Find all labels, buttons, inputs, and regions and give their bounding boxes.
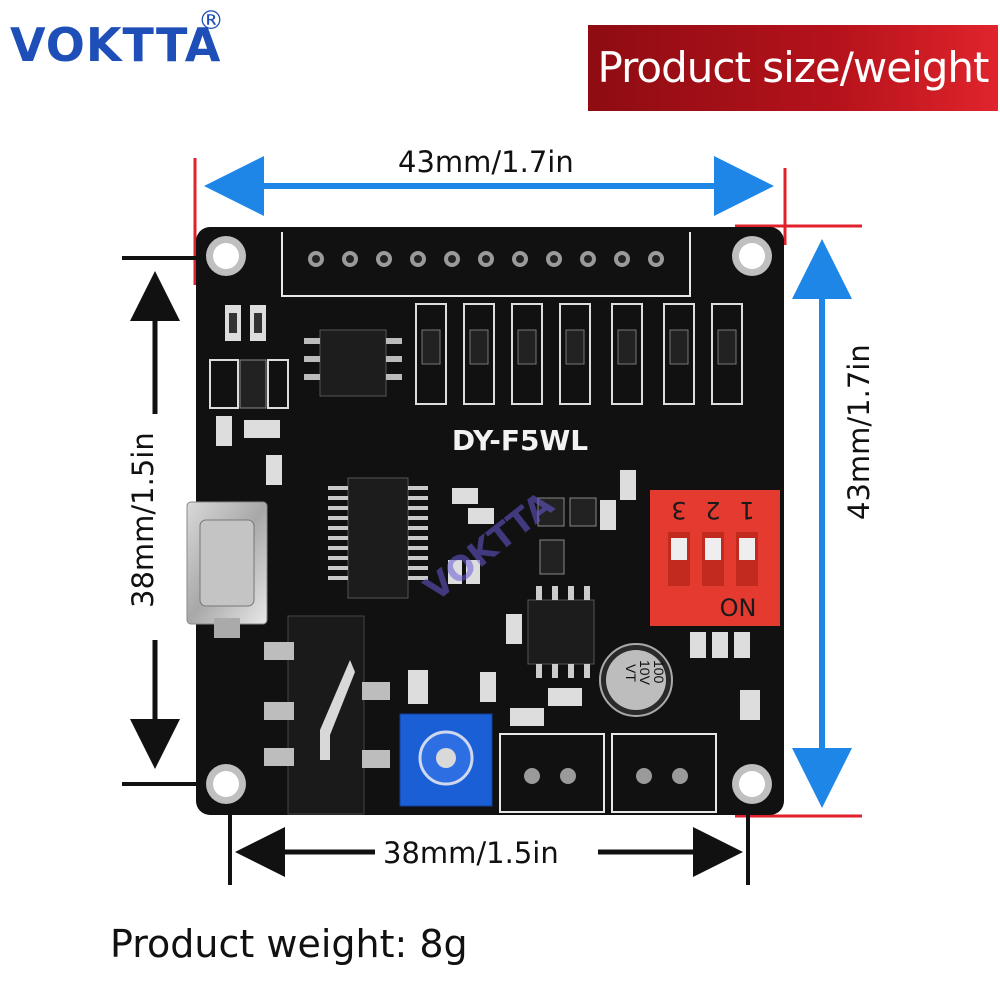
top-dimension-label: 43mm/1.7in — [398, 145, 574, 179]
top-dimension-indicator — [193, 156, 862, 285]
dip-pos-1: 1 — [739, 496, 754, 524]
right-dimension-label: 43mm/1.7in — [842, 344, 876, 520]
left-dimension-label: 38mm/1.5in — [126, 432, 160, 608]
speaker-terminals — [499, 733, 717, 813]
diode-array — [415, 303, 743, 405]
dip-switch: 3 2 1 ON — [650, 490, 780, 626]
brand-logo: VOKTTA — [10, 18, 222, 72]
pin-header — [308, 251, 664, 267]
bottom-dimension-label: 38mm/1.5in — [383, 836, 559, 870]
banner-title: Product size/weight — [597, 43, 989, 92]
mounting-holes — [206, 236, 772, 804]
capacitor-label-2: 10V — [637, 660, 653, 686]
capacitor: 100 10V VT — [599, 643, 673, 717]
board-model-label: DY-F5WL — [452, 424, 588, 457]
audio-jack — [264, 615, 390, 815]
usb-c-port — [186, 501, 268, 638]
dip-pos-2: 2 — [705, 496, 720, 524]
registered-mark: ® — [198, 6, 224, 36]
dip-on-label: ON — [720, 594, 757, 622]
main-ic — [328, 477, 428, 599]
title-banner: Product size/weight — [588, 25, 998, 111]
capacitor-label-3: VT — [623, 664, 639, 682]
right-dimension-indicator — [735, 239, 862, 818]
product-weight: Product weight: 8g — [110, 922, 468, 966]
capacitor-label-1: 100 — [651, 660, 667, 684]
potentiometer — [399, 713, 493, 807]
dip-pos-3: 3 — [671, 496, 686, 524]
